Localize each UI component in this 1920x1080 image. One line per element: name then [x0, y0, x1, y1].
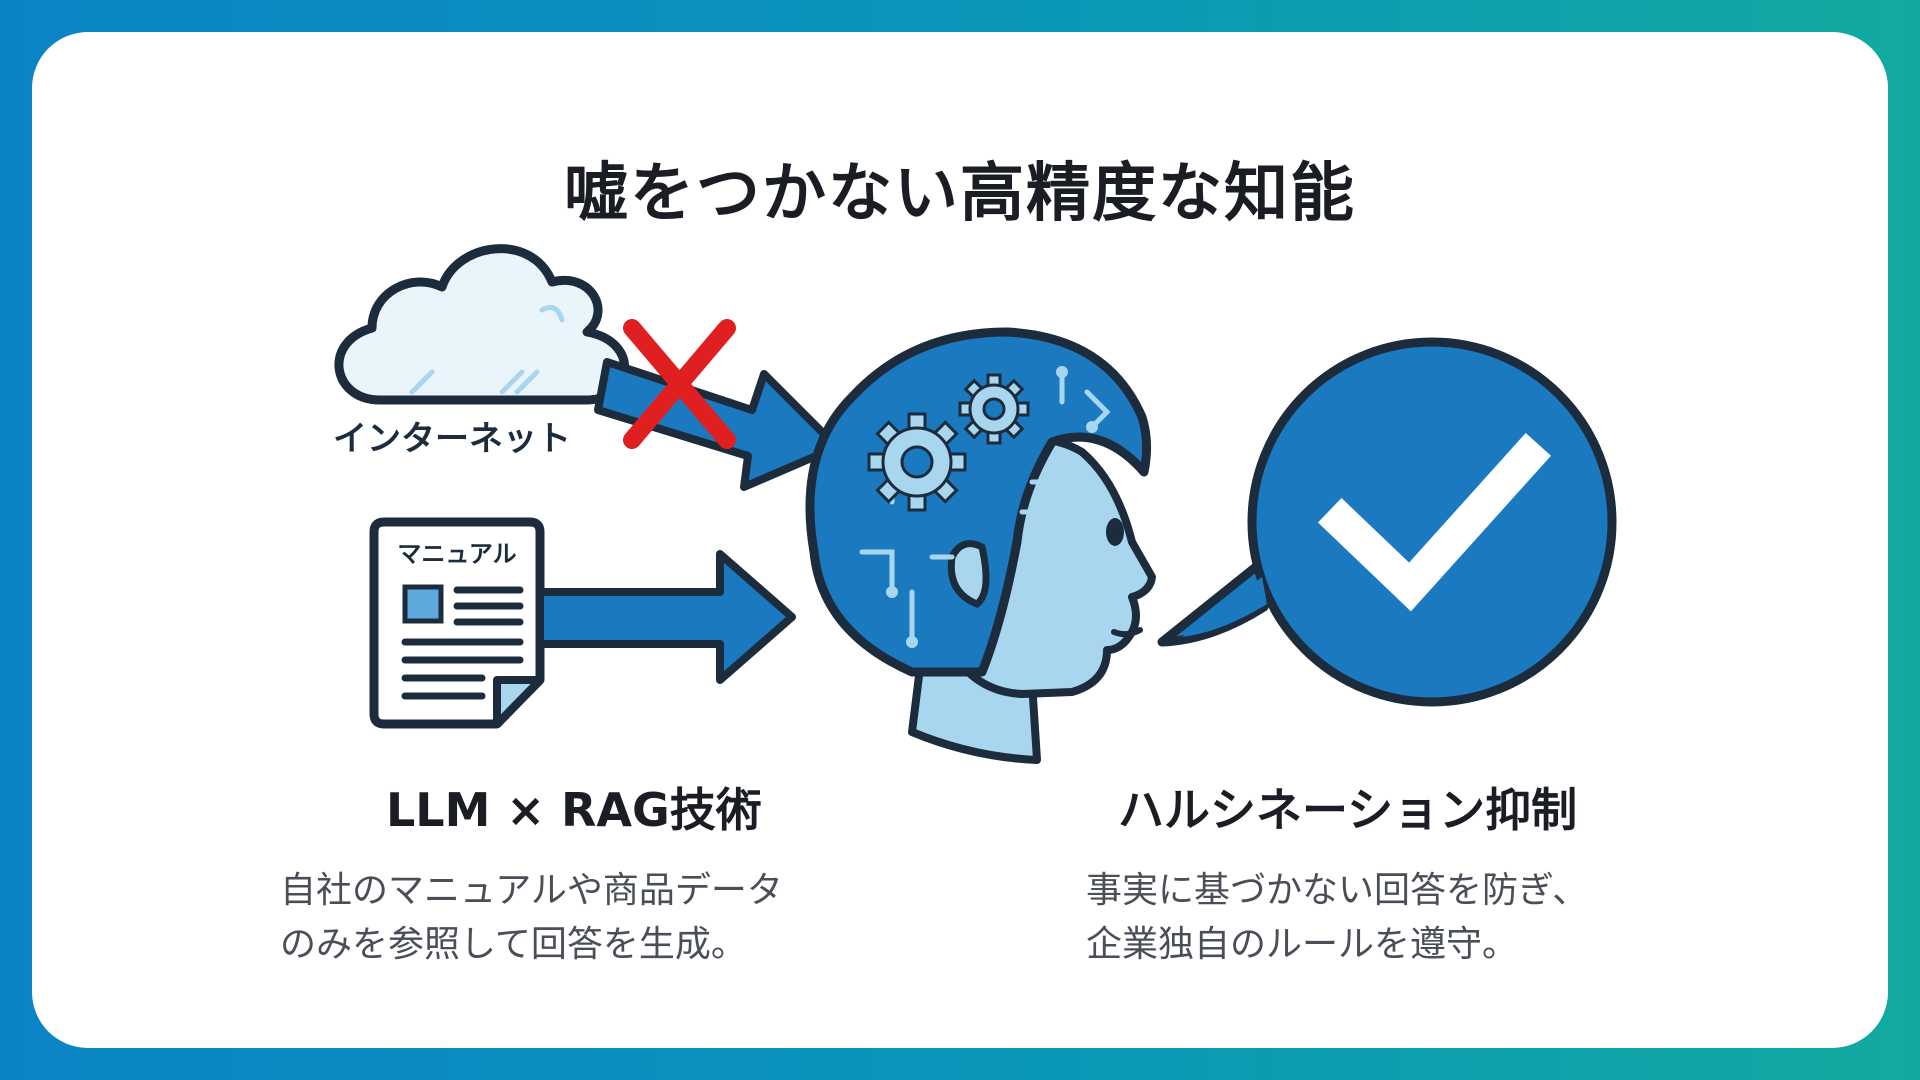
hallucination-description: 事実に基づかない回答を防ぎ、 企業独自のルールを遵守。 — [1086, 864, 1588, 972]
internet-label: インターネット — [333, 419, 571, 459]
cross-icon — [623, 319, 736, 449]
gear-icon — [867, 412, 967, 512]
speech-bubble-icon — [1157, 337, 1617, 707]
document-icon — [369, 517, 545, 729]
rag-description-line: 自社のマニュアルや商品データ — [280, 870, 783, 911]
slide-title: 嘘をつかない高精度な知能 — [564, 157, 1356, 231]
slide-card: 嘘をつかない高精度な知能 インターネット — [32, 32, 1888, 1048]
head-icon — [805, 327, 1156, 764]
manual-label: マニュアル — [397, 540, 516, 568]
rag-heading: LLM × RAG技術 — [386, 783, 762, 837]
hallucination-description-line: 事実に基づかない回答を防ぎ、 — [1086, 870, 1589, 911]
rag-description: 自社のマニュアルや商品データ のみを参照して回答を生成。 — [280, 864, 783, 972]
gear-icon — [958, 373, 1030, 445]
rag-description-line: のみを参照して回答を生成。 — [280, 924, 747, 965]
manual-arrow — [536, 550, 796, 684]
checkmark-icon — [1317, 432, 1552, 612]
hallucination-heading: ハルシネーション抑制 — [1118, 783, 1578, 837]
hallucination-description-line: 企業独自のルールを遵守。 — [1086, 924, 1519, 965]
illustration: インターネット マニュアル — [333, 244, 1617, 764]
cloud-icon — [334, 244, 630, 405]
